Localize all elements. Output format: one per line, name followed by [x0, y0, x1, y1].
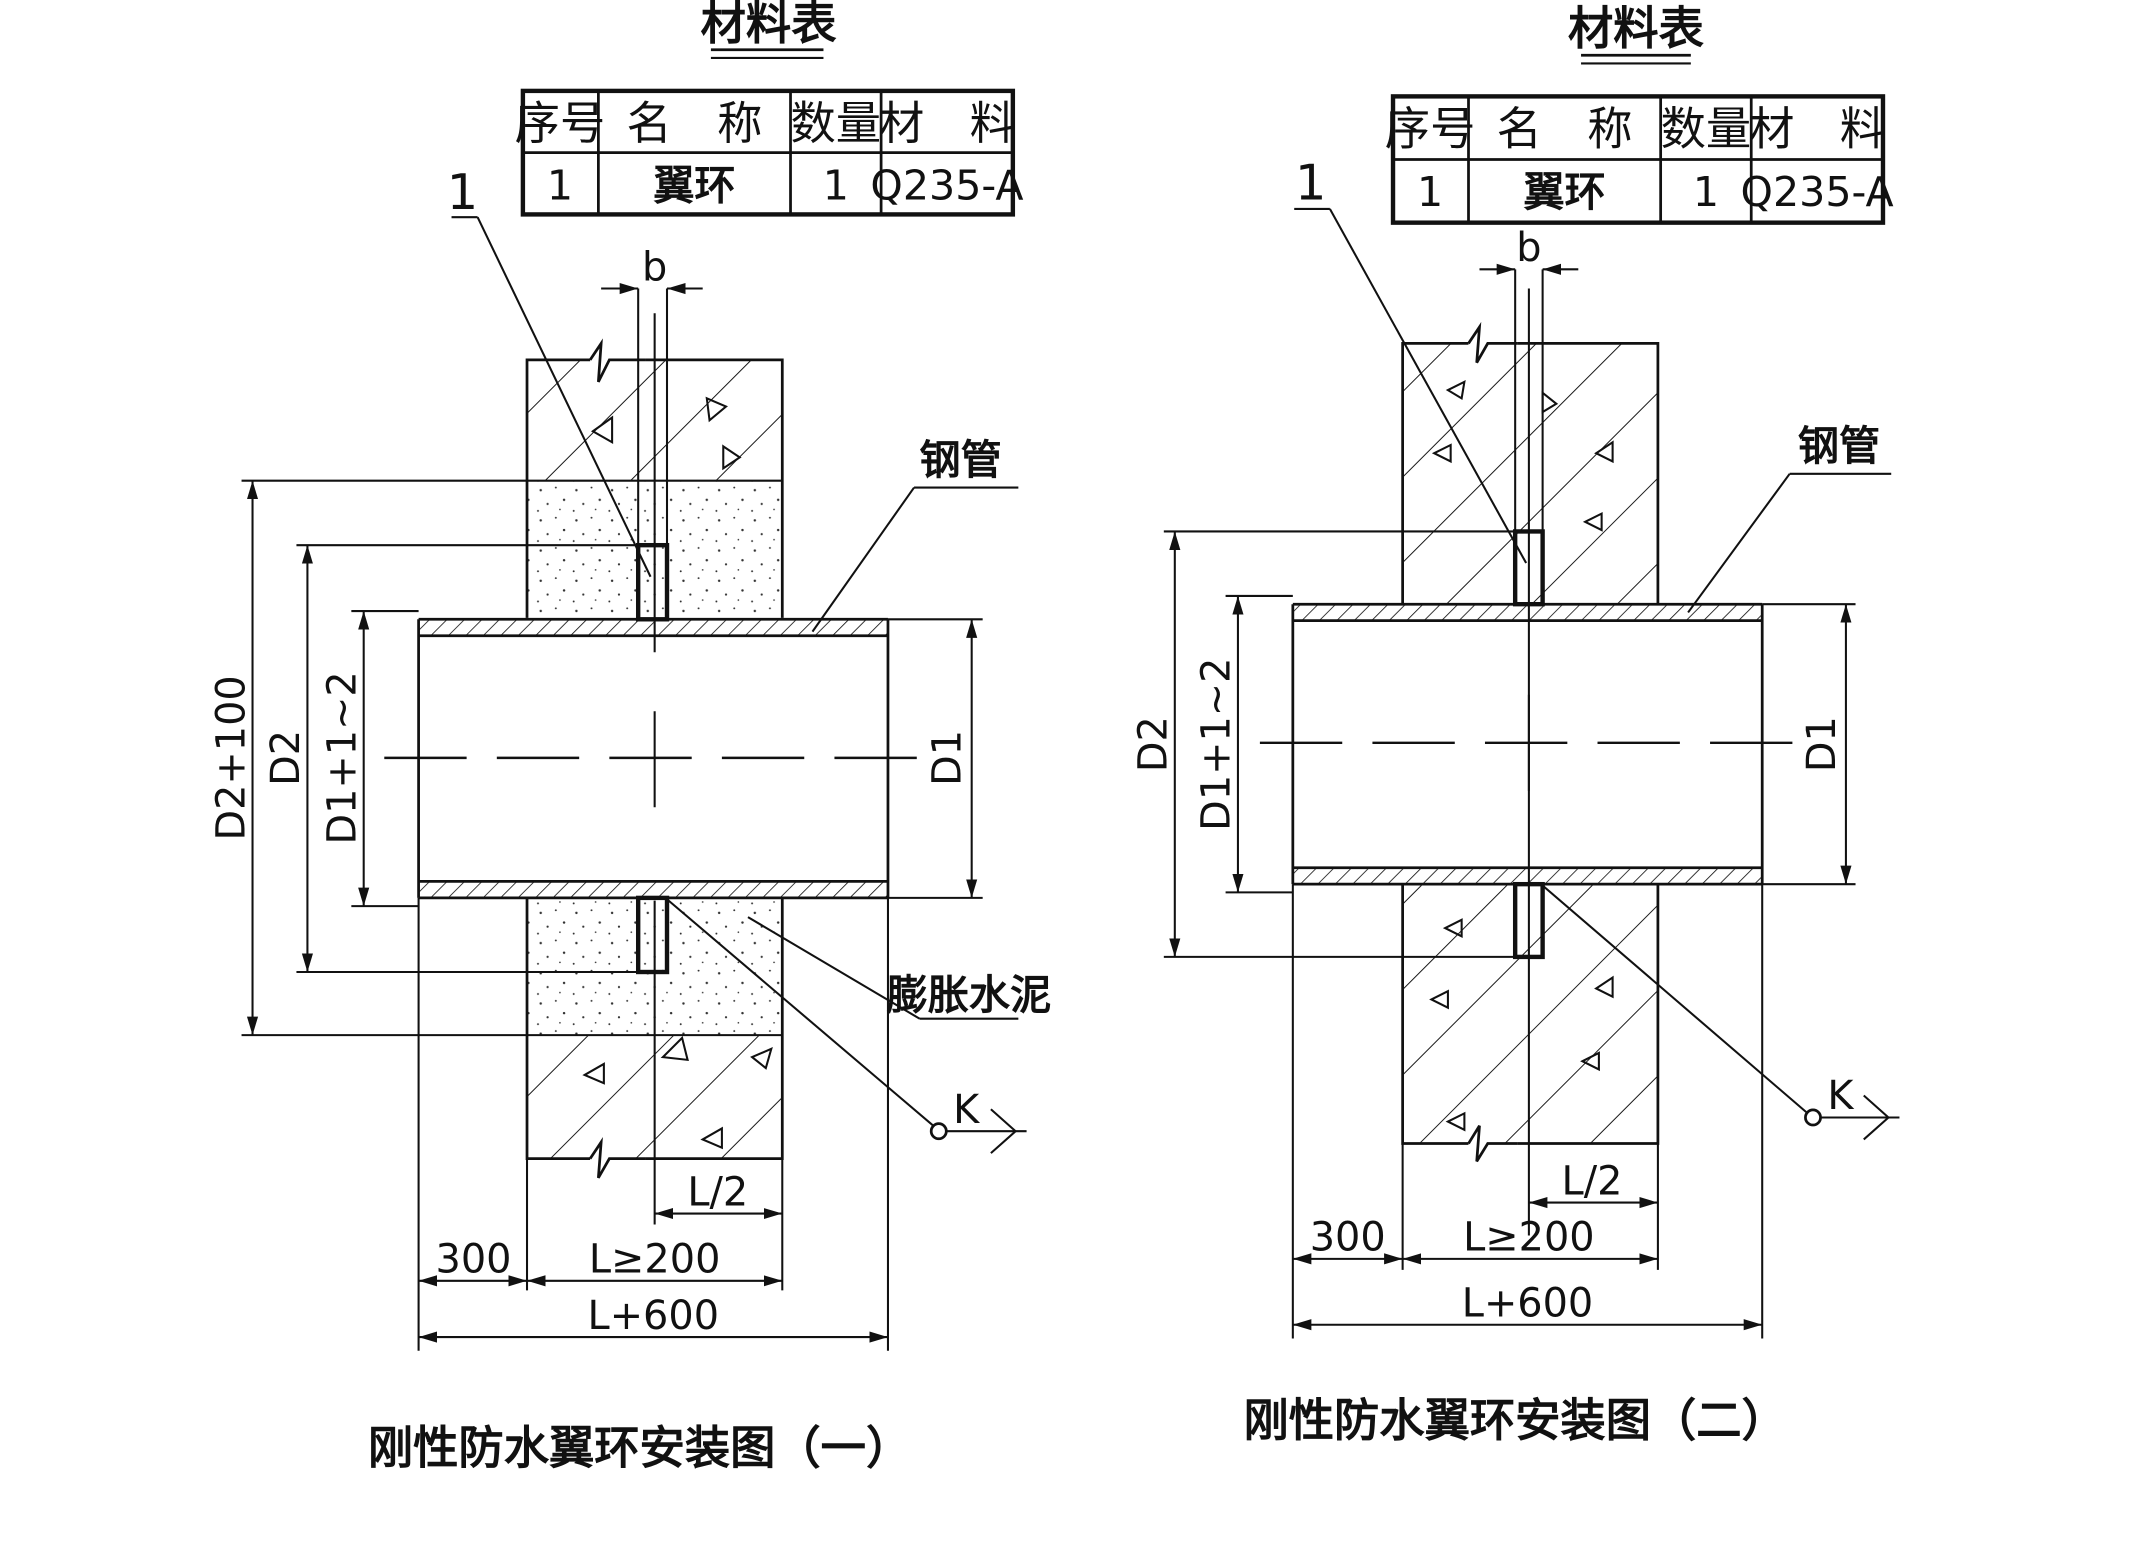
dim-total: L+600: [1462, 1280, 1593, 1326]
table-cell-material: Q235-A: [1741, 168, 1894, 216]
dim-half-l: L/2: [687, 1169, 748, 1215]
steel-pipe-one: [384, 617, 934, 900]
dim-total: L+600: [588, 1293, 719, 1339]
figure-two: 材料表 序号 名 称 数量 材 料 1 翼环 1 Q235-A: [1131, 2, 1900, 1447]
label-steel-pipe: 钢管: [920, 436, 1002, 484]
table-cell-name: 翼环: [653, 161, 735, 209]
dim-d1-plus: D1+1~2: [1194, 658, 1240, 831]
dim-b: b: [1516, 225, 1541, 271]
horizontal-dimensions-one: L/2 300 L≥200 L+600: [417, 897, 889, 1351]
table-cell-quantity: 1: [823, 161, 849, 209]
vertical-dimensions-two: D2 D1+1~2 D1: [1131, 530, 1856, 958]
dim-d1-plus: D1+1~2: [319, 671, 365, 844]
dim-wall-l: L≥200: [1463, 1215, 1594, 1261]
table-header-quantity: 数量: [1661, 102, 1752, 155]
table-header-index: 序号: [1385, 102, 1476, 155]
table-header-quantity: 数量: [791, 97, 882, 150]
dim-d1: D1: [1799, 716, 1845, 772]
section-mark-k: K: [1827, 1073, 1854, 1119]
dim-b: b: [642, 244, 667, 290]
table-cell-index: 1: [547, 161, 573, 209]
section-mark-k: K: [953, 1087, 980, 1133]
figure-caption-two: 刚性防水翼环安装图（二）: [1243, 1394, 1786, 1447]
table-cell-index: 1: [1417, 168, 1443, 216]
steel-pipe-two: [1259, 602, 1809, 886]
wing-ring-one: b: [601, 244, 703, 975]
figure-one: 材料表 序号 名 称 数量 材 料 1 翼环 1 Q235-A: [208, 0, 1051, 1474]
table-title: 材料表: [701, 0, 838, 50]
label-steel-pipe: 钢管: [1798, 422, 1880, 470]
dim-overhang: 300: [436, 1237, 512, 1283]
dim-wall-l: L≥200: [589, 1237, 720, 1283]
table-header-name: 名 称: [627, 97, 763, 150]
table-header-name: 名 称: [1497, 102, 1633, 155]
table-cell-name: 翼环: [1523, 168, 1605, 216]
materials-table-one: 材料表 序号 名 称 数量 材 料 1 翼环 1 Q235-A: [515, 0, 1024, 217]
table-cell-quantity: 1: [1693, 168, 1719, 216]
horizontal-dimensions-two: L/2 300 L≥200 L+600: [1291, 884, 1764, 1339]
materials-table-two: 材料表 序号 名 称 数量 材 料 1 翼环 1 Q235-A: [1385, 2, 1894, 225]
dim-d2-plus-100: D2+100: [208, 675, 254, 840]
vertical-dimensions-one: D2+100 D2 D1+1~2 D1: [208, 479, 983, 1037]
table-header-material: 材 料: [1749, 102, 1885, 155]
label-expansion-cement: 膨胀水泥: [887, 971, 1052, 1019]
figure-caption-one: 刚性防水翼环安装图（一）: [368, 1421, 911, 1474]
table-cell-material: Q235-A: [870, 161, 1023, 209]
part-callout: 1: [1295, 153, 1326, 211]
part-callout: 1: [447, 163, 478, 221]
table-header-index: 序号: [515, 97, 606, 150]
dim-half-l: L/2: [1562, 1158, 1623, 1204]
annotations-one: 1 钢管 膨胀水泥 K: [447, 163, 1052, 1154]
dim-d1: D1: [925, 730, 971, 786]
dim-d2: D2: [1131, 716, 1177, 772]
dim-d2: D2: [263, 730, 309, 786]
dim-overhang: 300: [1310, 1215, 1386, 1261]
table-title: 材料表: [1568, 2, 1705, 55]
table-header-material: 材 料: [879, 97, 1015, 150]
wing-ring-two: b: [1479, 225, 1579, 1236]
wall-two: [1401, 321, 1660, 1163]
